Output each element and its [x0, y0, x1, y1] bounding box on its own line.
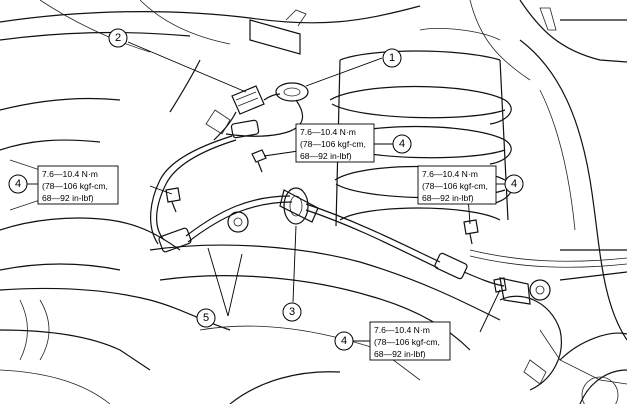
bolt-left — [165, 187, 181, 213]
bolt-bottom — [493, 277, 507, 293]
torque-spec-bottom-line3: 68—92 in-lbf) — [374, 349, 426, 359]
torque-spec-right-line3: 68—92 in-lbf) — [422, 193, 474, 203]
torque-spec-right-line1: 7.6—10.4 N·m — [422, 169, 478, 179]
callout-4-left-label: 4 — [15, 178, 21, 190]
callout-4-top-label: 4 — [399, 138, 405, 150]
sensor-harness — [150, 82, 551, 305]
torque-spec-right-line2: (78—106 kgf-cm, — [422, 181, 488, 191]
callout-1: 1 — [382, 48, 402, 68]
callout-3: 3 — [282, 302, 302, 322]
callout-4-right: 4 — [504, 174, 524, 194]
torque-spec-left-line2: (78—106 kgf-cm, — [42, 181, 108, 191]
callout-5-label: 5 — [203, 312, 209, 324]
bolt-center — [251, 149, 267, 173]
torque-spec-top-line3: 68—92 in-lbf) — [300, 151, 352, 161]
torque-spec-bottom-line1: 7.6—10.4 N·m — [374, 325, 430, 335]
callout-4-bottom-label: 4 — [341, 335, 347, 347]
torque-spec-top-line1: 7.6—10.4 N·m — [300, 127, 356, 137]
torque-spec-top: 7.6—10.4 N·m (78—106 kgf-cm, 68—92 in-lb… — [295, 123, 375, 163]
torque-spec-top-line2: (78—106 kgf-cm, — [300, 139, 366, 149]
callout-4-left: 4 — [8, 174, 28, 194]
callout-4-top: 4 — [392, 134, 412, 154]
torque-spec-left: 7.6—10.4 N·m (78—106 kgf-cm, 68—92 in-lb… — [37, 165, 119, 205]
callout-4-right-label: 4 — [511, 178, 517, 190]
callout-2-label: 2 — [115, 32, 121, 44]
callout-2: 2 — [108, 28, 128, 48]
callout-5: 5 — [196, 308, 216, 328]
torque-spec-bottom: 7.6—10.4 N·m (78—106 kgf-cm, 68—92 in-lb… — [369, 321, 451, 361]
torque-spec-left-line1: 7.6—10.4 N·m — [42, 169, 98, 179]
callout-3-label: 3 — [289, 306, 295, 318]
callout-1-label: 1 — [389, 52, 395, 64]
torque-spec-bottom-line2: (78—106 kgf-cm, — [374, 337, 440, 347]
callout-4-bottom: 4 — [334, 331, 354, 351]
bolt-right — [463, 219, 479, 245]
torque-spec-left-line3: 68—92 in-lbf) — [42, 193, 94, 203]
torque-spec-right: 7.6—10.4 N·m (78—106 kgf-cm, 68—92 in-lb… — [417, 165, 497, 205]
